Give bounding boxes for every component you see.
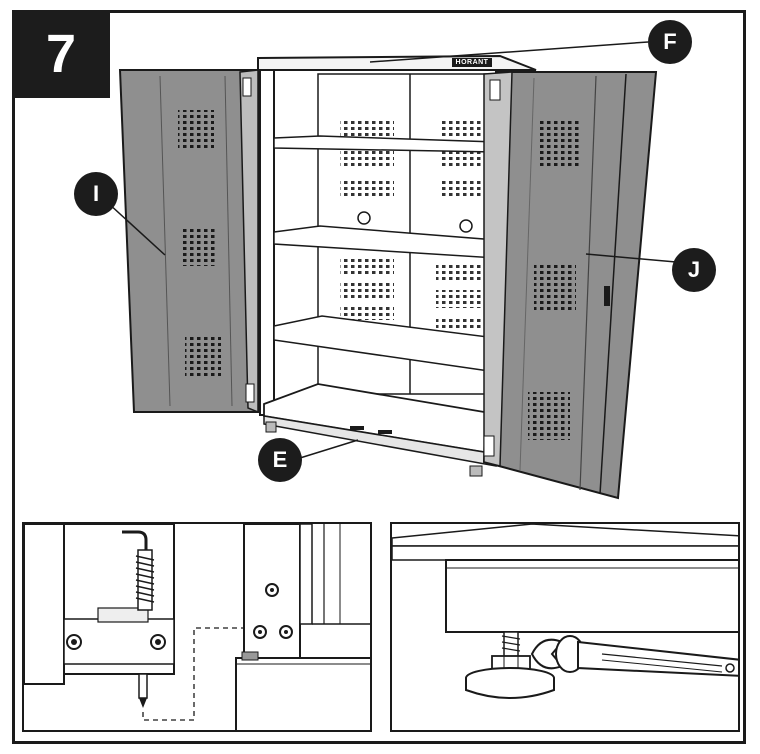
leader-line-j	[585, 253, 677, 263]
brand-plate: HORANT	[455, 59, 489, 66]
callout-i: I	[74, 172, 118, 216]
callout-f: F	[648, 20, 692, 64]
left-door	[118, 69, 259, 414]
illustration-frame	[12, 10, 746, 744]
callout-e: E	[258, 438, 302, 482]
leveling-foot-detail	[392, 524, 738, 699]
hinge-pin-detail	[24, 524, 370, 730]
leader-line-e	[299, 439, 359, 459]
right-door	[482, 71, 658, 500]
callout-j: J	[672, 248, 716, 292]
cabinet-body	[257, 54, 537, 477]
leader-line-f	[369, 41, 649, 63]
hinge-pin-detail-inset	[22, 522, 372, 732]
step-number: 7	[12, 10, 110, 98]
leveling-foot-detail-inset	[390, 522, 740, 732]
